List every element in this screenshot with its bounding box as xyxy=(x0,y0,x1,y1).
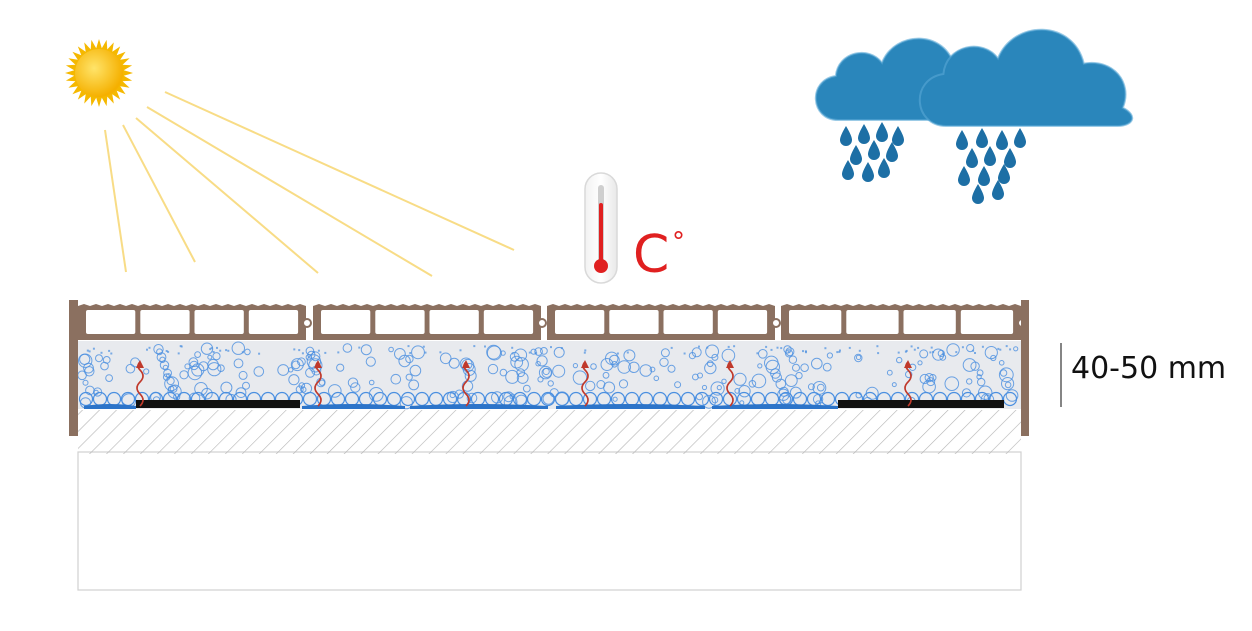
hatched-screed-layer xyxy=(78,410,1021,454)
left-end-post xyxy=(69,300,78,436)
membrane-left xyxy=(136,400,300,408)
sun-rays xyxy=(104,91,515,277)
vapor-arrows xyxy=(136,360,912,407)
degree-symbol-label: ° xyxy=(672,227,685,257)
rain-clouds xyxy=(814,28,1134,204)
right-end-post xyxy=(1021,300,1029,436)
thermometer-icon xyxy=(584,172,618,284)
membrane-right xyxy=(838,400,1004,408)
gravel-layer xyxy=(77,341,1021,410)
thickness-label: 40-50 mm xyxy=(1071,351,1226,386)
water-film xyxy=(84,404,838,409)
rain-cloud-icon xyxy=(918,28,1134,204)
substrate-base xyxy=(77,451,1022,591)
temperature-unit-label: C xyxy=(633,225,669,285)
sun-icon xyxy=(65,39,133,107)
decking-boards xyxy=(78,304,1027,340)
